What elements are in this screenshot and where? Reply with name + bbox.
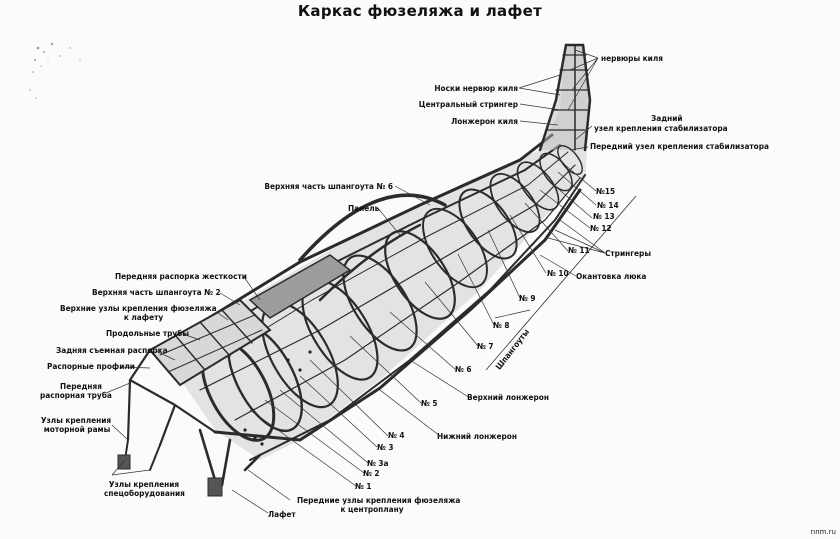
label-frame6-upper: Верхняя часть шпангоута № 6 xyxy=(264,181,393,191)
label-frame-13: № 13 xyxy=(593,211,615,221)
label-frame-6: № 6 xyxy=(455,364,472,374)
label-rear-stab-mount-2: узел крепления стабилизатора xyxy=(594,123,728,133)
label-frame-10: № 10 xyxy=(547,268,569,278)
page-title: Каркас фюзеляжа и лафет xyxy=(297,2,543,20)
label-frame-12: № 12 xyxy=(590,223,612,233)
label-fin-spar: Лонжерон киля xyxy=(451,116,518,126)
label-lower-longeron: Нижний лонжерон xyxy=(437,431,517,441)
label-hatch-edging: Окантовка люка xyxy=(576,271,647,281)
label-upper-mounts-1: Верхние узлы крепления фюзеляжа xyxy=(60,303,217,313)
label-frame-1: № 1 xyxy=(355,481,372,491)
label-engine-mounts-1: Узлы крепления xyxy=(40,415,112,425)
label-carriage: Лафет xyxy=(268,509,296,519)
label-frame-3: № 3 xyxy=(377,442,394,452)
label-frame2-upper: Верхняя часть шпангоута № 2 xyxy=(92,287,221,297)
label-engine-mounts-2: моторной рамы xyxy=(43,424,111,434)
label-front-spacer-tube-1: Передняя xyxy=(60,381,102,391)
label-frame-11: № 11 xyxy=(568,245,590,255)
label-fin-ribs: нервюры киля xyxy=(601,53,663,63)
label-front-center-mounts-2: к центроплану xyxy=(340,504,404,514)
label-front-stiff-strut: Передняя распорка жесткости xyxy=(115,271,247,281)
label-front-center-mounts-1: Передние узлы крепления фюзеляжа xyxy=(297,495,461,505)
label-special-equip-mounts-2: спецоборудования xyxy=(104,488,185,498)
label-frame-9: № 9 xyxy=(519,293,536,303)
label-panel: Панель xyxy=(348,203,380,213)
label-frame-7: № 7 xyxy=(477,341,494,351)
label-frame-4: № 4 xyxy=(388,430,405,440)
label-upper-longeron: Верхний лонжерон xyxy=(467,392,549,402)
label-special-equip-mounts-1: Узлы крепления xyxy=(108,479,180,489)
watermark-text: nnm.ru xyxy=(810,528,836,536)
scan-noise xyxy=(29,42,81,99)
label-frame-8: № 8 xyxy=(493,320,510,330)
label-front-stab-mount: Передний узел крепления стабилизатора xyxy=(590,141,769,151)
label-rear-removable-strut: Задняя съемная распорка xyxy=(56,345,168,355)
leader-lines xyxy=(105,49,606,514)
label-upper-mounts-2: к лафету xyxy=(123,312,164,322)
label-frame-14: № 14 xyxy=(597,200,619,210)
label-frame-15: №15 xyxy=(596,186,616,196)
frames-bracket xyxy=(485,195,637,371)
label-front-spacer-tube-2: распорная труба xyxy=(40,390,112,400)
label-central-stringer: Центральный стрингер xyxy=(418,99,518,109)
label-frame-5: № 5 xyxy=(421,398,438,408)
label-frame-2: № 2 xyxy=(363,468,380,478)
label-frame-3a: № 3а xyxy=(367,458,389,468)
label-stringers: Стрингеры xyxy=(605,248,651,258)
label-spacer-profiles: Распорные профили xyxy=(47,361,135,371)
label-rear-stab-mount-1: Задний xyxy=(651,113,683,123)
label-longitudinal-tubes: Продольные трубы xyxy=(106,328,190,338)
label-fin-rib-noses: Носки нервюр киля xyxy=(434,83,518,93)
